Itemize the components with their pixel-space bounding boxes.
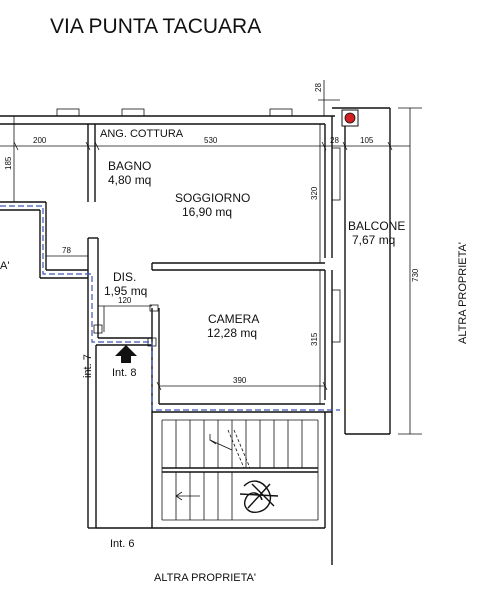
room-ang-cottura-name: ANG. COTTURA bbox=[100, 128, 184, 140]
dim-530: 530 bbox=[204, 136, 218, 145]
room-camera-area: 12,28 mq bbox=[207, 326, 257, 340]
entrance-arrow-icon bbox=[115, 345, 137, 363]
label-altra-proprieta-right: ALTRA PROPRIETA' bbox=[457, 242, 469, 344]
staircase bbox=[161, 419, 319, 521]
dim-78: 78 bbox=[62, 246, 71, 255]
dim-200: 200 bbox=[33, 136, 47, 145]
dim-730: 730 bbox=[411, 268, 420, 282]
property-boundary bbox=[0, 205, 340, 411]
street-title: VIA PUNTA TACUARA bbox=[50, 15, 261, 38]
dim-28-top: 28 bbox=[314, 83, 323, 92]
room-dis-area: 1,95 mq bbox=[104, 284, 147, 298]
room-soggiorno-area: 16,90 mq bbox=[182, 205, 232, 219]
room-soggiorno-name: SOGGIORNO bbox=[175, 191, 250, 205]
room-dis-name: DIS. bbox=[113, 270, 136, 284]
label-int-6: Int. 6 bbox=[110, 538, 134, 550]
label-left-cut: A' bbox=[0, 260, 9, 272]
room-balcone-area: 7,67 mq bbox=[352, 233, 395, 247]
label-int-8: Int. 8 bbox=[112, 367, 136, 379]
label-altra-proprieta-bottom: ALTRA PROPRIETA' bbox=[154, 572, 256, 584]
room-camera-name: CAMERA bbox=[208, 312, 259, 326]
dim-120: 120 bbox=[118, 296, 132, 305]
dimension-lines bbox=[0, 80, 422, 435]
red-marker-icon bbox=[341, 109, 359, 127]
dim-390: 390 bbox=[233, 376, 247, 385]
label-int-7: int. 7 bbox=[82, 354, 94, 378]
room-balcone-name: BALCONE bbox=[348, 219, 405, 233]
dim-315: 315 bbox=[310, 332, 319, 346]
room-bagno-area: 4,80 mq bbox=[108, 173, 151, 187]
dim-28: 28 bbox=[330, 136, 339, 145]
room-bagno-name: BAGNO bbox=[108, 159, 151, 173]
dim-320: 320 bbox=[310, 186, 319, 200]
dim-185: 185 bbox=[4, 156, 13, 170]
dim-105: 105 bbox=[360, 136, 374, 145]
walls bbox=[0, 107, 391, 565]
